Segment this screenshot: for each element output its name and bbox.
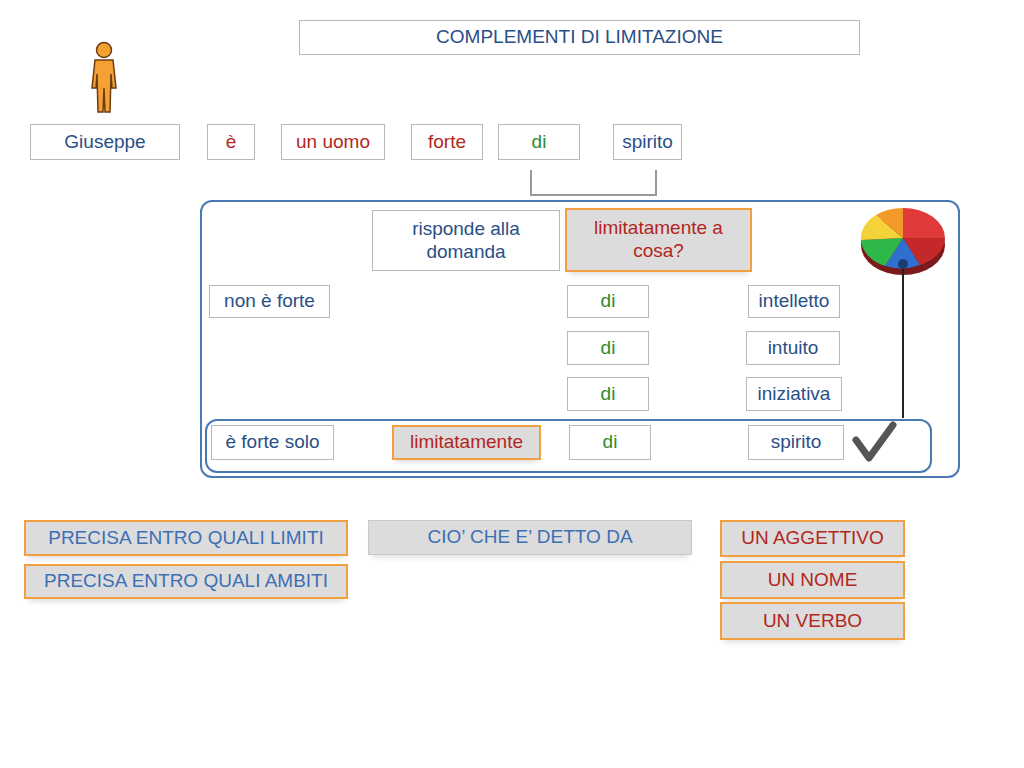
definition-box: PRECISA ENTRO QUALI AMBITI	[24, 564, 348, 599]
word-box: di	[567, 285, 649, 318]
word-box: di	[567, 331, 649, 365]
pie-chart-icon	[861, 208, 945, 275]
word-box: forte	[411, 124, 483, 160]
node-text: risponde alla domanda	[373, 218, 559, 264]
definition-box: UN AGGETTIVO	[720, 520, 905, 557]
highlight-row: è forte solo limitatamente di spirito	[205, 419, 932, 473]
word-box: limitatamente	[392, 425, 541, 460]
node-text: un uomo	[292, 131, 374, 154]
definition-box: UN NOME	[720, 561, 905, 599]
title-box: COMPLEMENTI DI LIMITAZIONE	[299, 20, 860, 55]
question-box: limitatamente a cosa?	[565, 208, 752, 272]
word-box: è forte solo	[211, 425, 334, 460]
node-text: spirito	[618, 131, 677, 154]
node-text: di	[597, 290, 620, 313]
word-box: spirito	[748, 425, 844, 460]
node-text: COMPLEMENTI DI LIMITAZIONE	[432, 26, 727, 49]
word-box: di	[498, 124, 580, 160]
node-text: è forte solo	[222, 431, 324, 454]
check-mark	[856, 425, 893, 458]
node-text: PRECISA ENTRO QUALI LIMITI	[44, 527, 328, 550]
question-box: risponde alla domanda	[372, 210, 560, 271]
word-box: non è forte	[209, 285, 330, 318]
word-box: di	[567, 377, 649, 411]
node-text: CIO’ CHE E’ DETTO DA	[423, 526, 636, 549]
word-box: un uomo	[281, 124, 385, 160]
word-box: Giuseppe	[30, 124, 180, 160]
node-text: UN VERBO	[759, 610, 866, 633]
node-text: limitatamente	[406, 431, 527, 454]
node-text: intelletto	[755, 290, 834, 313]
node-text: intuito	[764, 337, 823, 360]
person-icon	[92, 43, 116, 113]
word-box: di	[569, 425, 651, 460]
node-text: PRECISA ENTRO QUALI AMBITI	[40, 570, 332, 593]
node-text: di	[599, 431, 622, 454]
node-text: di	[597, 383, 620, 406]
node-text: è	[222, 131, 241, 154]
word-box: è	[207, 124, 255, 160]
node-text: UN AGGETTIVO	[737, 527, 888, 550]
definition-box: UN VERBO	[720, 602, 905, 640]
example-panel: risponde alla domandalimitatamente a cos…	[200, 200, 960, 478]
node-text: limitatamente a cosa?	[567, 217, 750, 263]
bracket	[531, 170, 656, 195]
word-box: intuito	[746, 331, 840, 365]
leader-line	[902, 269, 904, 418]
definition-box: CIO’ CHE E’ DETTO DA	[368, 520, 692, 555]
node-text: forte	[424, 131, 470, 154]
node-text: spirito	[767, 431, 826, 454]
word-box: iniziativa	[746, 377, 842, 411]
node-text: non è forte	[220, 290, 319, 313]
node-text: UN NOME	[764, 569, 862, 592]
node-text: di	[597, 337, 620, 360]
node-text: di	[528, 131, 551, 154]
definition-box: PRECISA ENTRO QUALI LIMITI	[24, 520, 348, 556]
node-text: iniziativa	[754, 383, 835, 406]
node-text: Giuseppe	[60, 131, 149, 154]
word-box: spirito	[613, 124, 682, 160]
word-box: intelletto	[748, 285, 840, 318]
